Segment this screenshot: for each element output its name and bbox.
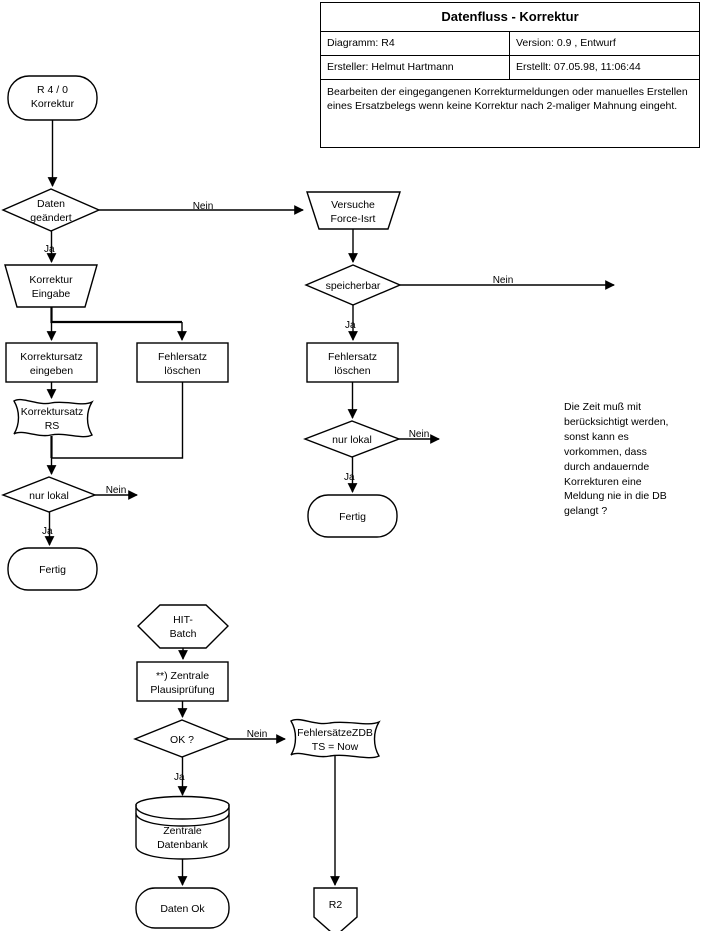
node-zentrale-plausipruefung[interactable]: **) Zentrale Plausiprüfung (136, 661, 229, 702)
node-decision-ok-label: OK ? (170, 734, 194, 746)
edge-label-speicherbar-ja: Ja (345, 320, 356, 331)
node-fehlersaetze-zdb-line1: FehlersätzeZDB (297, 727, 373, 739)
node-daten-ok-label: Daten Ok (160, 903, 205, 915)
node-korrektur-eingabe[interactable]: Korrektur Eingabe (4, 264, 98, 308)
diagram-title: Datenfluss - Korrektur (441, 9, 579, 24)
node-fehlersaetze-zdb-line2: TS = Now (312, 741, 359, 753)
node-fertig-1[interactable]: Fertig (7, 547, 98, 591)
node-plausi-line2: Plausiprüfung (150, 684, 214, 696)
node-zentrale-datenbank-line1: Zentrale (163, 825, 202, 837)
node-start-r40-line1: R 4 / 0 (37, 84, 68, 96)
edge-label-ok-ja: Ja (174, 772, 185, 783)
edge-label-nurlokal2-nein: Nein (409, 429, 430, 440)
node-korrektursatz-rs-line1: Korrektursatz (21, 406, 83, 418)
node-plausi-line1: **) Zentrale (156, 670, 209, 682)
node-fehlersatz-loeschen-1-line1: Fehlersatz (158, 351, 207, 363)
node-fehlersatz-loeschen-2-line1: Fehlersatz (328, 351, 377, 363)
node-hit-batch-line2: Batch (170, 628, 197, 640)
node-decision-daten-line2: geändert (30, 212, 72, 224)
node-hit-batch-line1: HIT- (173, 614, 193, 626)
node-connector-r2-label: R2 (329, 899, 343, 911)
node-fertig-1-label: Fertig (39, 564, 66, 576)
title-block-header-row: Datenfluss - Korrektur (321, 3, 699, 32)
edge-fehlersatz1-to-merge (51, 382, 184, 459)
node-versuche-force-isrt-line2: Force-Isrt (331, 213, 376, 225)
node-fehlersatz-loeschen-1-line2: löschen (164, 365, 200, 377)
edge-label-daten-nein: Nein (193, 201, 214, 212)
node-korrektursatz-rs-line2: RS (45, 420, 60, 432)
edge-label-daten-ja: Ja (44, 244, 55, 255)
annotation-note: Die Zeit muß mit berücksichtigt werden, … (564, 401, 669, 518)
node-fertig-2-label: Fertig (339, 511, 366, 523)
node-korrektur-eingabe-line1: Korrektur (29, 274, 73, 286)
node-korrektursatz-rs[interactable]: Korrektursatz RS (13, 398, 94, 438)
title-block-row-author: Ersteller: Helmut Hartmann Erstellt: 07.… (321, 56, 699, 80)
node-korrektursatz-eingeben-line1: Korrektursatz (20, 351, 82, 363)
node-korrektursatz-eingeben-line2: eingeben (30, 365, 73, 377)
node-korrektursatz-eingeben[interactable]: Korrektursatz eingeben (5, 342, 98, 383)
node-fehlersatz-loeschen-1[interactable]: Fehlersatz löschen (136, 342, 229, 383)
node-decision-daten-line1: Daten (37, 198, 65, 210)
edge-label-nurlokal1-nein: Nein (106, 485, 127, 496)
node-fehlersatz-loeschen-2-line2: löschen (334, 365, 370, 377)
title-block: Datenfluss - Korrektur Diagramm: R4 Vers… (320, 2, 700, 149)
node-versuche-force-isrt[interactable]: Versuche Force-Isrt (306, 191, 401, 230)
edge-label-nurlokal1-ja: Ja (42, 526, 53, 537)
node-zentrale-datenbank[interactable]: Zentrale Datenbank (135, 795, 230, 860)
created-cell: Erstellt: 07.05.98, 11:06:44 (516, 61, 641, 73)
node-decision-daten-geaendert[interactable]: Daten geändert (1, 188, 101, 232)
node-start-r40-line2: Korrektur (31, 98, 75, 110)
description-cell: Bearbeiten der eingegangenen Korrekturme… (327, 86, 688, 113)
node-fertig-2[interactable]: Fertig (307, 494, 398, 538)
edge-label-nurlokal2-ja: Ja (344, 472, 355, 483)
node-decision-nur-lokal-1-label: nur lokal (29, 490, 69, 502)
node-daten-ok[interactable]: Daten Ok (135, 887, 230, 929)
edge-label-ok-nein: Nein (247, 729, 268, 740)
node-versuche-force-isrt-line1: Versuche (331, 199, 375, 211)
node-zentrale-datenbank-line2: Datenbank (157, 839, 209, 851)
node-decision-nur-lokal-2[interactable]: nur lokal (303, 420, 401, 458)
node-decision-speicherbar-label: speicherbar (326, 280, 381, 292)
node-decision-nur-lokal-2-label: nur lokal (332, 434, 372, 446)
diagram-id-cell: Diagramm: R4 (321, 32, 510, 55)
node-decision-speicherbar[interactable]: speicherbar (304, 264, 402, 306)
node-decision-ok[interactable]: OK ? (133, 719, 231, 758)
author-cell: Ersteller: Helmut Hartmann (321, 56, 510, 79)
node-korrektur-eingabe-line2: Eingabe (32, 288, 71, 300)
node-fehlersatz-loeschen-2[interactable]: Fehlersatz löschen (306, 342, 399, 383)
version-cell: Version: 0.9 , Entwurf (516, 37, 616, 49)
node-fehlersaetze-zdb[interactable]: FehlersätzeZDB TS = Now (290, 718, 381, 759)
edge-eingabe-split-bus (50, 307, 182, 324)
node-start-r40[interactable]: R 4 / 0 Korrektur (7, 75, 98, 121)
title-block-row-description: Bearbeiten der eingegangenen Korrekturme… (321, 80, 699, 147)
node-connector-r2[interactable]: R2 (313, 887, 358, 931)
edge-label-speicherbar-nein: Nein (493, 275, 514, 286)
node-decision-nur-lokal-1[interactable]: nur lokal (1, 476, 97, 513)
node-hit-batch[interactable]: HIT- Batch (136, 604, 230, 649)
title-block-row-diagram: Diagramm: R4 Version: 0.9 , Entwurf (321, 32, 699, 56)
